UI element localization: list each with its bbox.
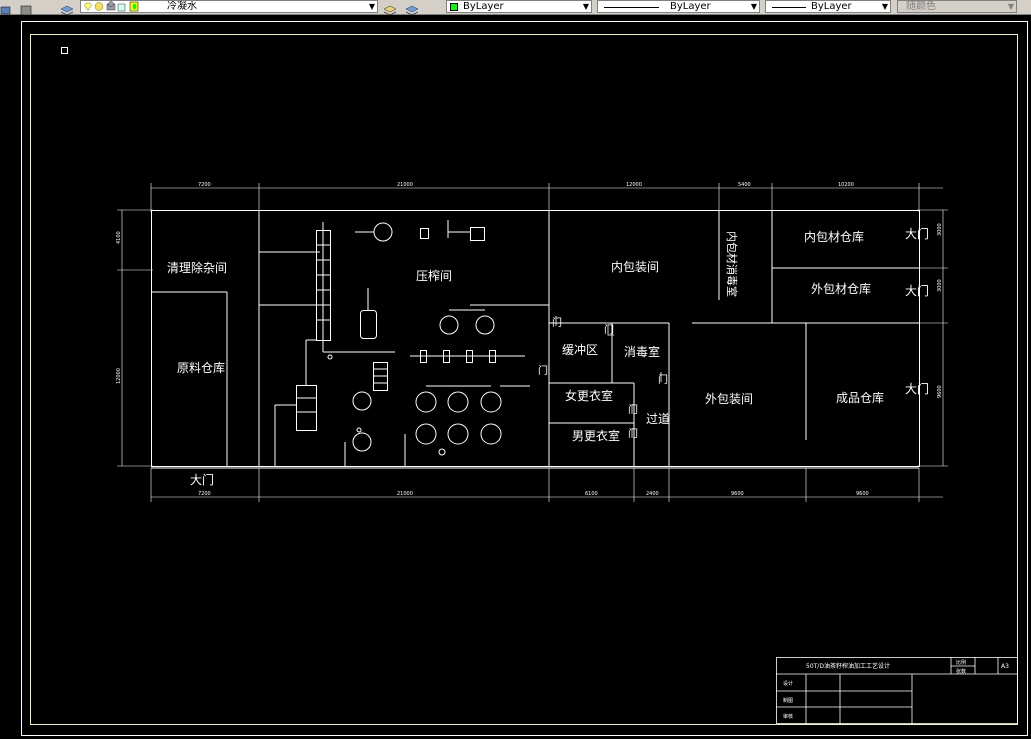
- dim-right-2: 3000: [937, 279, 943, 292]
- dimension-text: 7200 21000 12000 5400 10200 7200 21000 6…: [116, 182, 943, 497]
- door-female: 门: [628, 403, 638, 416]
- door-male: 门: [628, 427, 638, 440]
- properties-toolbar: 冷凝水 ▼ ByLayer ▼ ByLayer ▼ ByLayer ▼ 随颜色 …: [0, 0, 1031, 16]
- room-raw-storage: 原料仓库: [177, 360, 225, 375]
- lineweight-preview: [772, 7, 806, 8]
- room-corridor: 过道: [646, 412, 670, 426]
- reviewer-label: 审核: [783, 713, 793, 720]
- sheet-inner-border: [30, 34, 1018, 725]
- chevron-down-icon[interactable]: ▼: [881, 2, 888, 11]
- sheet-outer-border: [21, 21, 1028, 736]
- room-inner-material: 内包材仓库: [804, 229, 864, 244]
- plotstyle-dropdown: 随颜色 ▼: [897, 0, 1017, 13]
- gate-inner-material: 大门: [905, 226, 929, 241]
- lineweight-dropdown[interactable]: ByLayer ▼: [765, 0, 891, 13]
- plotstyle-value: 随颜色: [906, 1, 936, 12]
- room-inner-pack: 内包装间: [611, 260, 659, 274]
- door-disinfect: 门: [604, 323, 614, 336]
- ratio-label: 比例: [956, 659, 966, 666]
- door-buffer: 门: [552, 316, 562, 329]
- project-title: 50T/D油茶籽榨油加工工艺设计: [806, 662, 890, 670]
- dim-top-4: 5400: [738, 182, 751, 188]
- building-walls: [151, 210, 920, 469]
- color-value: ByLayer: [463, 1, 504, 12]
- drawing-canvas[interactable]: 清理除杂间 原料仓库 压榨间 内包装间 内包材仓库 外包材仓库 缓冲区 消毒室 …: [0, 15, 1031, 739]
- dim-left-1: 4100: [116, 231, 122, 244]
- dim-left-2: 12000: [116, 368, 122, 384]
- dim-right-3: 9600: [937, 385, 943, 398]
- linetype-value: ByLayer: [670, 1, 711, 12]
- room-outer-material: 外包材仓库: [811, 281, 871, 296]
- room-inner-disinfect: 内包材消毒室: [725, 231, 739, 297]
- chevron-down-icon[interactable]: ▼: [750, 2, 757, 11]
- designer-label: 设计: [783, 680, 793, 687]
- dim-top-1: 7200: [198, 182, 211, 188]
- dim-bottom-5: 9600: [731, 491, 744, 497]
- make-object-layer-current-icon[interactable]: [383, 1, 397, 16]
- dim-bottom-2: 21000: [397, 491, 413, 497]
- layer-state-icons: [84, 1, 139, 12]
- lineweight-value: ByLayer: [811, 1, 852, 12]
- room-outer-pack: 外包装间: [705, 392, 753, 406]
- color-dropdown[interactable]: ByLayer ▼: [446, 0, 592, 13]
- dim-bottom-6: 9600: [856, 491, 869, 497]
- room-product-storage: 成品仓库: [836, 390, 884, 405]
- sheet-size: A3: [1001, 663, 1009, 670]
- chevron-down-icon[interactable]: ▼: [368, 2, 375, 11]
- title-block: [776, 657, 1018, 724]
- layer-previous-icon[interactable]: [20, 1, 32, 16]
- chevron-down-icon[interactable]: ▼: [582, 2, 589, 11]
- room-female-change: 女更衣室: [565, 388, 613, 403]
- room-disinfect: 消毒室: [624, 344, 660, 359]
- title-block-text: 50T/D油茶籽榨油加工工艺设计 A3 比例 张数 设计 制图 审核: [783, 659, 1009, 720]
- count-label: 张数: [956, 668, 966, 675]
- room-cleaning: 清理除杂间: [167, 260, 227, 275]
- room-press: 压榨间: [416, 268, 452, 283]
- dim-bottom-4: 2400: [646, 491, 659, 497]
- layer-name: 冷凝水: [167, 1, 197, 12]
- dim-bottom-1: 7200: [198, 491, 211, 497]
- dim-top-2: 21000: [397, 182, 413, 188]
- dim-right-1: 3000: [937, 223, 943, 236]
- layer-previous-state-icon[interactable]: [405, 1, 419, 16]
- door-corridor: 门: [658, 373, 668, 386]
- gate-outer-material: 大门: [905, 283, 929, 298]
- dim-top-5: 10200: [838, 182, 854, 188]
- chevron-down-icon: ▼: [1007, 2, 1014, 11]
- room-male-change: 男更衣室: [572, 428, 620, 443]
- layer-manager-icon[interactable]: [0, 1, 12, 15]
- room-buffer: 缓冲区: [562, 342, 598, 357]
- layer-dropdown[interactable]: 冷凝水 ▼: [80, 0, 378, 13]
- gate-product: 大门: [905, 381, 929, 396]
- door-symbols: [555, 316, 662, 438]
- color-swatch: [450, 3, 458, 11]
- drafter-label: 制图: [783, 697, 793, 704]
- linetype-dropdown[interactable]: ByLayer ▼: [597, 0, 760, 13]
- dim-top-3: 12000: [626, 182, 642, 188]
- gate-bottom: 大门: [190, 472, 214, 487]
- ucs-marker: [61, 47, 68, 54]
- dimension-lines: [117, 183, 948, 502]
- layer-stack-icon[interactable]: [60, 1, 74, 16]
- door-press: 门: [538, 364, 548, 377]
- room-labels: 清理除杂间 原料仓库 压榨间 内包装间 内包材仓库 外包材仓库 缓冲区 消毒室 …: [167, 226, 929, 487]
- equipment-layout: [274, 220, 549, 466]
- dim-bottom-3: 6100: [585, 491, 598, 497]
- linetype-preview: [604, 7, 659, 8]
